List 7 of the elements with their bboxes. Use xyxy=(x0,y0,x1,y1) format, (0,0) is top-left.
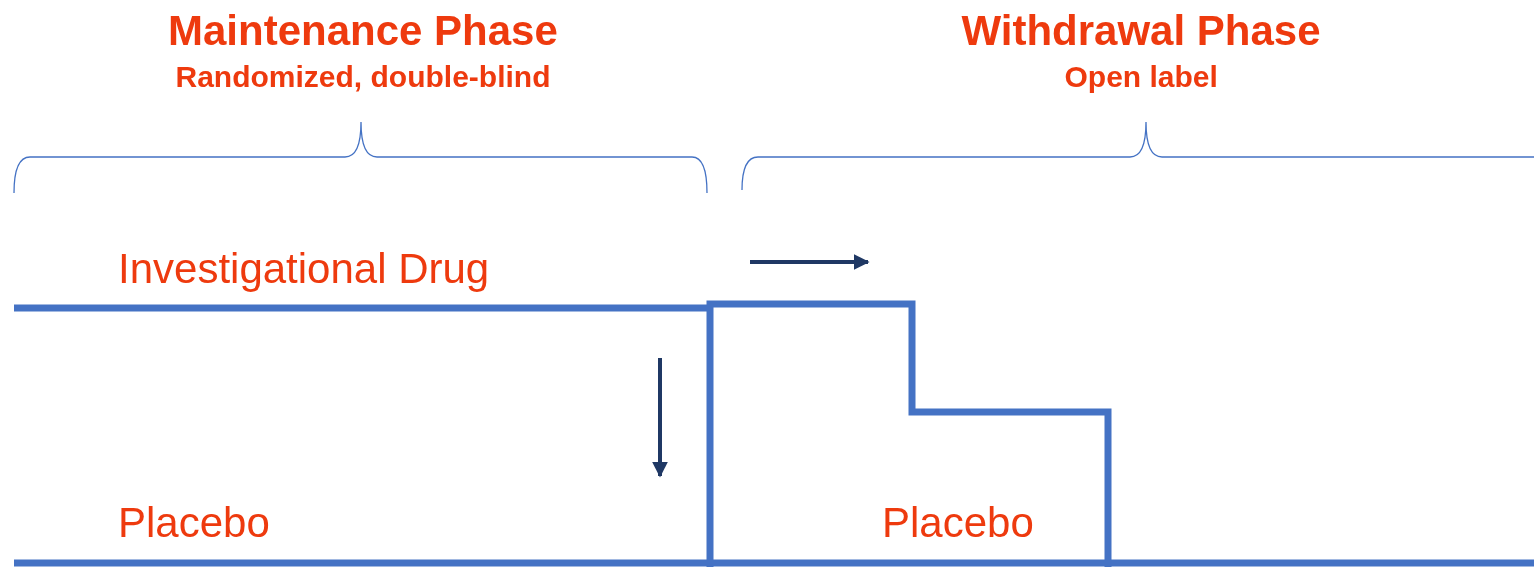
phase-subtitle: Randomized, double-blind xyxy=(175,60,551,93)
arm-label: Placebo xyxy=(118,500,270,547)
arm-label: Investigational Drug xyxy=(118,246,490,293)
phase-subtitle: Open label xyxy=(1064,60,1218,93)
phase-heading: Withdrawal Phase xyxy=(961,8,1321,55)
phase-heading: Maintenance Phase xyxy=(168,8,558,55)
arm-label: Placebo xyxy=(882,500,1034,547)
